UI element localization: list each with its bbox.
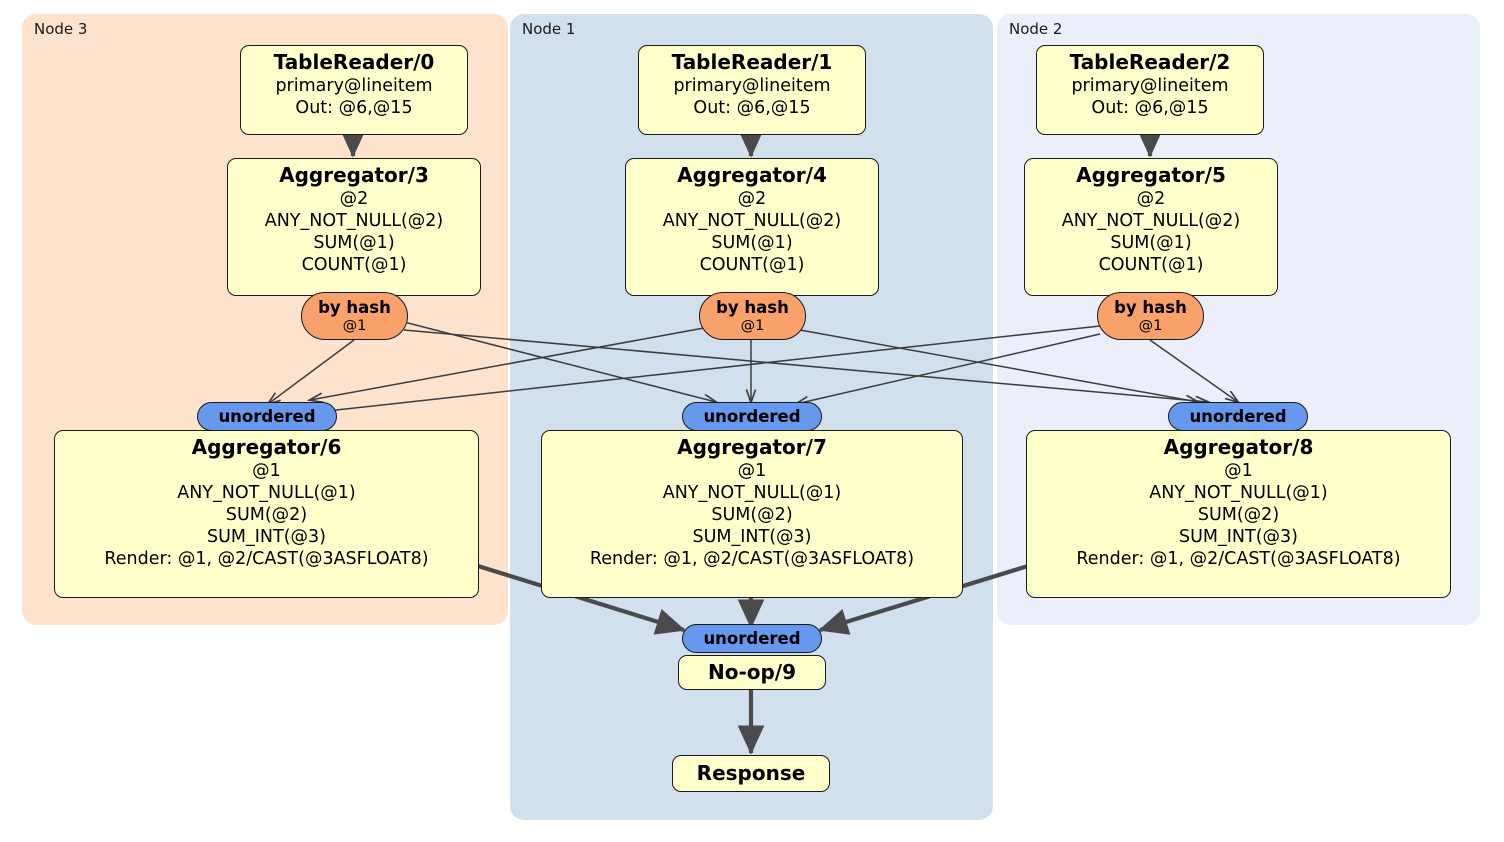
- processor-detail-line: @1: [252, 460, 281, 481]
- processor-aggregator-3[interactable]: Aggregator/3 @2 ANY_NOT_NULL(@2) SUM(@1)…: [227, 158, 481, 296]
- processor-title: Aggregator/8: [1163, 435, 1314, 459]
- node-panel-label-node2: Node 2: [1009, 20, 1063, 38]
- processor-title: Aggregator/7: [677, 435, 827, 459]
- synchronizer-label: unordered: [703, 406, 801, 426]
- processor-detail-line: Out: @6,@15: [1091, 97, 1209, 118]
- router-by-hash-node2[interactable]: by hash @1: [1097, 292, 1204, 340]
- processor-aggregator-7[interactable]: Aggregator/7 @1 ANY_NOT_NULL(@1) SUM(@2)…: [541, 430, 963, 598]
- processor-noop-9[interactable]: No-op/9: [678, 655, 826, 690]
- processor-render-line: Render: @1, @2/CAST(@3ASFLOAT8): [1076, 548, 1401, 569]
- processor-detail-line: Out: @6,@15: [295, 97, 413, 118]
- node-panel-label-node3: Node 3: [34, 20, 88, 38]
- processor-detail-line: ANY_NOT_NULL(@2): [662, 210, 842, 231]
- processor-detail-line: COUNT(@1): [699, 254, 805, 275]
- processor-detail-line: Out: @6,@15: [693, 97, 811, 118]
- processor-detail-line: COUNT(@1): [1098, 254, 1204, 275]
- processor-title: Aggregator/5: [1076, 163, 1226, 187]
- processor-aggregator-5[interactable]: Aggregator/5 @2 ANY_NOT_NULL(@2) SUM(@1)…: [1024, 158, 1278, 296]
- processor-title: Response: [696, 761, 806, 786]
- processor-detail-line: SUM(@2): [711, 504, 793, 525]
- processor-render-line: Render: @1, @2/CAST(@3ASFLOAT8): [104, 548, 429, 569]
- router-by-hash-node3[interactable]: by hash @1: [301, 292, 408, 340]
- router-column: @1: [342, 317, 367, 334]
- processor-response[interactable]: Response: [672, 755, 830, 792]
- processor-detail-line: ANY_NOT_NULL(@1): [1149, 482, 1328, 503]
- synchronizer-label: unordered: [1189, 406, 1287, 426]
- processor-tablereader-2[interactable]: TableReader/2 primary@lineitem Out: @6,@…: [1036, 45, 1264, 135]
- processor-detail-line: SUM_INT(@3): [207, 526, 326, 547]
- processor-render-line: Render: @1, @2/CAST(@3ASFLOAT8): [589, 548, 915, 569]
- router-by-hash-node1[interactable]: by hash @1: [699, 292, 806, 340]
- processor-detail-line: SUM(@2): [1197, 504, 1280, 525]
- processor-detail-line: @1: [1224, 460, 1253, 481]
- synchronizer-label: unordered: [218, 406, 316, 426]
- processor-detail-line: SUM_INT(@3): [692, 526, 812, 547]
- synchronizer-unordered-final[interactable]: unordered: [682, 624, 822, 653]
- processor-detail-line: ANY_NOT_NULL(@2): [264, 210, 444, 231]
- processor-detail-line: @2: [1136, 188, 1166, 209]
- synchronizer-unordered-node3[interactable]: unordered: [197, 402, 337, 431]
- processor-title: TableReader/1: [671, 50, 833, 74]
- processor-title: Aggregator/3: [279, 163, 429, 187]
- processor-detail-line: SUM(@1): [711, 232, 793, 253]
- processor-tablereader-1[interactable]: TableReader/1 primary@lineitem Out: @6,@…: [638, 45, 866, 135]
- processor-detail-line: SUM(@1): [313, 232, 395, 253]
- synchronizer-unordered-node1[interactable]: unordered: [682, 402, 822, 431]
- processor-detail-line: ANY_NOT_NULL(@1): [177, 482, 356, 503]
- processor-detail-line: SUM(@2): [225, 504, 308, 525]
- processor-detail-line: primary@lineitem: [673, 75, 831, 96]
- processor-aggregator-6[interactable]: Aggregator/6 @1 ANY_NOT_NULL(@1) SUM(@2)…: [54, 430, 479, 598]
- processor-detail-line: primary@lineitem: [275, 75, 433, 96]
- processor-title: TableReader/2: [1069, 50, 1231, 74]
- processor-detail-line: @1: [737, 460, 767, 481]
- processor-detail-line: ANY_NOT_NULL(@2): [1061, 210, 1241, 231]
- processor-aggregator-8[interactable]: Aggregator/8 @1 ANY_NOT_NULL(@1) SUM(@2)…: [1026, 430, 1451, 598]
- processor-detail-line: ANY_NOT_NULL(@1): [662, 482, 842, 503]
- processor-title: Aggregator/4: [677, 163, 827, 187]
- processor-title: No-op/9: [707, 660, 797, 685]
- processor-detail-line: SUM(@1): [1110, 232, 1192, 253]
- processor-detail-line: COUNT(@1): [301, 254, 407, 275]
- node-panel-label-node1: Node 1: [522, 20, 576, 38]
- router-column: @1: [1138, 317, 1163, 334]
- processor-aggregator-4[interactable]: Aggregator/4 @2 ANY_NOT_NULL(@2) SUM(@1)…: [625, 158, 879, 296]
- router-label: by hash: [1114, 297, 1187, 317]
- processor-title: TableReader/0: [273, 50, 435, 74]
- router-column: @1: [740, 317, 765, 334]
- processor-tablereader-0[interactable]: TableReader/0 primary@lineitem Out: @6,@…: [240, 45, 468, 135]
- router-label: by hash: [318, 297, 391, 317]
- router-label: by hash: [716, 297, 789, 317]
- processor-detail-line: primary@lineitem: [1071, 75, 1229, 96]
- processor-detail-line: @2: [737, 188, 767, 209]
- processor-detail-line: SUM_INT(@3): [1179, 526, 1298, 547]
- synchronizer-label: unordered: [703, 628, 801, 648]
- processor-detail-line: @2: [339, 188, 369, 209]
- synchronizer-unordered-node2[interactable]: unordered: [1168, 402, 1308, 431]
- processor-title: Aggregator/6: [191, 435, 342, 459]
